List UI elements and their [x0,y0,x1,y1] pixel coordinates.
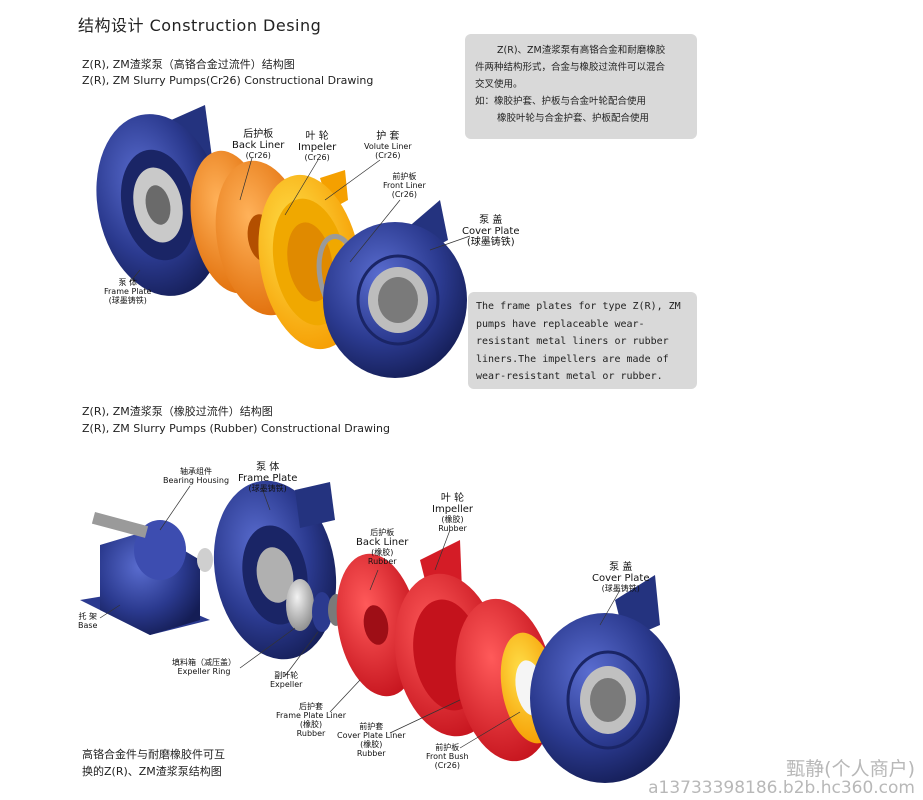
page-title: 结构设计 Construction Desing [78,16,322,35]
label-front-bush: 前护板 Front Bush (Cr26) [426,743,469,770]
rubber-pump-drawing [80,480,680,783]
watermark-shop: 甄静(个人商户) [786,758,915,780]
label-cover-plate-liner: 前护套 Cover Plate Liner (橡胶) Rubber [337,722,406,758]
label-cover-plate: 泵 盖 Cover Plate (球墨铸铁) [462,215,520,248]
label-front-liner: 前护板 Front Liner (Cr26) [383,172,426,199]
label-back-liner-2: 后护板 Back Liner (橡胶) Rubber [356,528,409,566]
section1-caption-en: Z(R), ZM Slurry Pumps(Cr26) Construction… [82,74,374,87]
note-english: The frame plates for type Z(R), ZM pumps… [468,292,697,389]
section2-caption-en: Z(R), ZM Slurry Pumps (Rubber) Construct… [82,422,391,435]
label-frame-plate: 泵 体 Frame Plate (球墨铸铁) [104,278,152,305]
cr26-pump-drawing [96,105,467,378]
label-impeller-2: 叶 轮 Impeller (橡胶) Rubber [432,493,474,533]
label-impeller: 叶 轮 Impeler (Cr26) [298,131,337,162]
label-volute-liner: 护 套 Volute Liner (Cr26) [364,131,412,160]
note-chinese: Z(R)、ZM渣浆泵有高铬合金和耐磨橡胶 件两种结构形式，合金与橡胶过流件可以混… [465,34,697,139]
bottom-caption: 高铬合金件与耐磨橡胶件可互 换的Z(R)、ZM渣浆泵结构图 [82,748,225,778]
section1-caption-cn: Z(R), ZM渣浆泵（高铬合金过流件）结构图 [82,58,295,71]
label-bearing-housing: 轴承组件 Bearing Housing [163,467,230,485]
watermark-url: a13733398186.b2b.hc360.com [648,778,915,798]
label-back-liner: 后护板 Back Liner (Cr26) [232,129,285,160]
label-frame-plate-liner: 后护套 Frame Plate Liner (橡胶) Rubber [276,702,346,738]
label-base: 托 架 Base [78,612,98,630]
leader-lines [99,157,621,749]
label-cover-plate-2: 泵 盖 Cover Plate (球墨铸铁) [592,562,650,593]
label-expeller-ring: 填料箱（减压盖） Expeller Ring [172,658,236,676]
label-frame-plate-2: 泵 体 Frame Plate (球墨铸铁) [238,462,298,493]
label-expeller: 副叶轮 Expeller [270,671,303,689]
section2-caption-cn: Z(R), ZM渣浆泵（橡胶过流件）结构图 [82,405,273,418]
